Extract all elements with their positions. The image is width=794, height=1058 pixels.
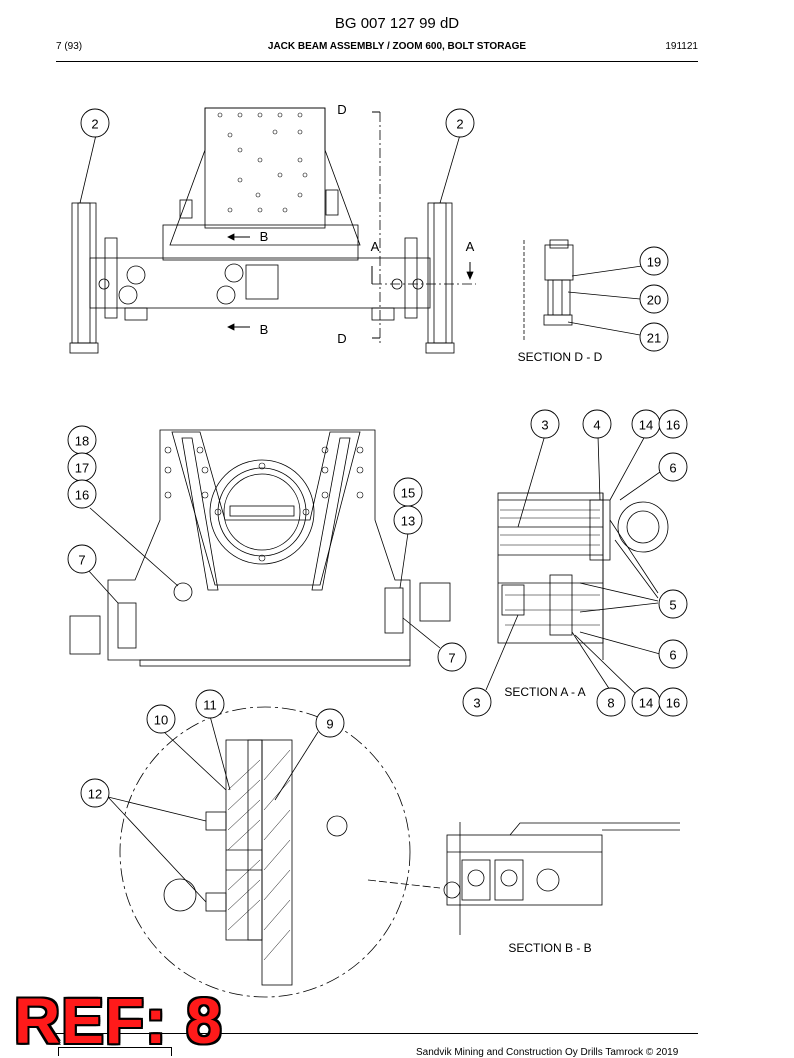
detail-view-drawing (107, 706, 441, 998)
callout-label-16: 16 (75, 488, 89, 503)
callout-6-top (658, 452, 688, 482)
callout-label-21: 21 (647, 331, 661, 346)
callout-3-top (530, 409, 560, 439)
page-number: 7 (93) (56, 41, 83, 52)
callout-2-top-left (80, 108, 110, 138)
callout-21 (639, 322, 669, 352)
callout-5 (658, 589, 688, 619)
callout-label-3-top: 3 (541, 418, 548, 433)
callout-16-top (658, 409, 688, 439)
callout-6-bottom (658, 639, 688, 669)
callout-label-20: 20 (647, 293, 661, 308)
callout-16 (67, 479, 97, 509)
document-date: 191121 (665, 41, 698, 52)
callout-label-4: 4 (593, 418, 600, 433)
callout-label-14-top: 14 (639, 418, 653, 433)
top-view-drawing (69, 107, 476, 354)
header-rule (56, 61, 698, 62)
callout-10 (146, 704, 176, 734)
callout-label-9: 9 (326, 717, 333, 732)
front-view-drawing (69, 429, 451, 667)
page-title: JACK BEAM ASSEMBLY / ZOOM 600, BOLT STOR… (267, 41, 527, 52)
callout-11 (195, 689, 225, 719)
section-mark-a-right: A (466, 239, 475, 254)
document-number: BG 007 127 99 dD (334, 15, 460, 32)
callout-7-left (67, 544, 97, 574)
section-label-a-a: SECTION A - A (504, 685, 585, 699)
callout-label-11: 11 (203, 698, 217, 713)
section-d-d-drawing (523, 239, 643, 340)
callout-label-7-left: 7 (78, 553, 85, 568)
section-b-b-drawing (443, 822, 680, 935)
callout-19 (639, 246, 669, 276)
callout-label-6-bottom: 6 (669, 648, 676, 663)
section-mark-b-top: B (260, 229, 269, 244)
callout-label-17: 17 (75, 461, 89, 476)
callout-label-7-right: 7 (448, 651, 455, 666)
callout-8 (596, 687, 626, 717)
callout-label-2-top-left: 2 (91, 117, 98, 132)
section-label-b-b: SECTION B - B (508, 941, 591, 955)
section-a-a-drawing (485, 434, 669, 696)
callout-4 (582, 409, 612, 439)
callout-label-10: 10 (154, 713, 168, 728)
callout-label-6-top: 6 (669, 461, 676, 476)
callout-9 (315, 708, 345, 738)
callout-label-15: 15 (401, 486, 415, 501)
callout-label-3-bottom: 3 (473, 696, 480, 711)
section-mark-a-left: A (371, 239, 380, 254)
callout-13 (393, 505, 423, 535)
section-mark-d-top: D (337, 102, 346, 117)
callout-7-right (437, 642, 467, 672)
company-logo (58, 1047, 172, 1056)
callout-label-16-top: 16 (666, 418, 680, 433)
callout-label-16-bottom: 16 (666, 696, 680, 711)
footer-rule (56, 1033, 698, 1034)
section-mark-d-bottom: D (337, 331, 346, 346)
callout-label-12: 12 (88, 787, 102, 802)
callout-16-bottom (658, 687, 688, 717)
callout-label-14-bottom: 14 (639, 696, 653, 711)
callout-label-13: 13 (401, 514, 415, 529)
callout-label-18: 18 (75, 434, 89, 449)
callout-2-top-right (445, 108, 475, 138)
callout-label-5: 5 (669, 598, 676, 613)
callout-label-2-top-right: 2 (456, 117, 463, 132)
ref-stamp: REF: 8 (14, 985, 223, 1057)
callout-label-8: 8 (607, 696, 614, 711)
section-mark-b-bottom: B (260, 322, 269, 337)
callout-label-19: 19 (647, 255, 661, 270)
callout-12 (80, 778, 110, 808)
callout-3-bottom (462, 687, 492, 717)
callout-20 (639, 284, 669, 314)
section-label-d-d: SECTION D - D (518, 350, 603, 364)
